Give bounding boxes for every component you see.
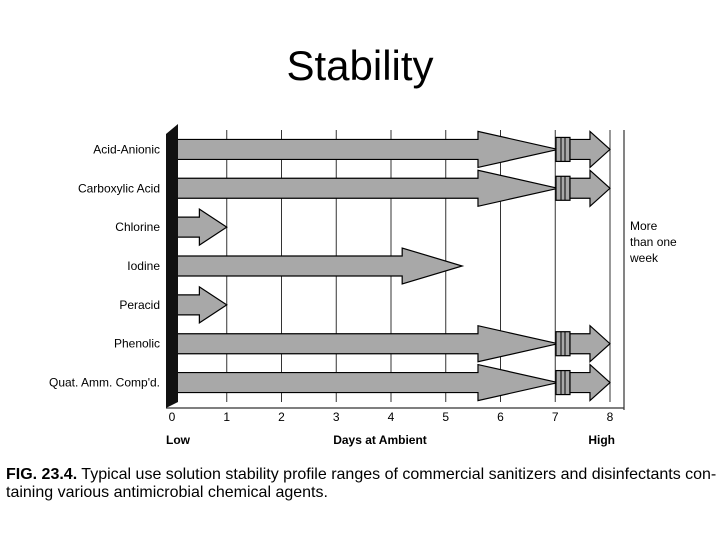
side-note-line-1: More: [630, 219, 658, 233]
caption-label: FIG. 23.4.: [6, 466, 78, 483]
bar-arrow: [175, 324, 559, 363]
bar-break-block: [555, 369, 571, 396]
category-label: Carboxylic Acid: [78, 181, 160, 195]
caption-line-1: Typical use solution stability profile r…: [81, 466, 717, 483]
x-low-label: Low: [166, 433, 191, 447]
category-label: Iodine: [127, 259, 160, 273]
x-axis-label: Days at Ambient: [333, 433, 427, 447]
x-tick-label: 2: [278, 410, 285, 424]
side-note-line-2: than one: [630, 235, 677, 249]
bar-extension-arrow: [569, 324, 611, 364]
bar-extension-arrow: [569, 168, 611, 208]
category-label: Peracid: [119, 298, 160, 312]
bar-break-block: [555, 136, 571, 163]
bar-arrow: [175, 247, 465, 285]
bar-extension-arrow: [569, 130, 611, 169]
x-tick-label: 0: [169, 410, 176, 424]
chart-axis: 0 1 2 3 4 5 6 7 8: [166, 124, 614, 424]
bar-break-block: [555, 331, 571, 357]
bar-arrow: [175, 285, 228, 324]
x-high-label: High: [588, 433, 615, 447]
bar-arrow: [175, 130, 559, 169]
caption-line-2: taining various antimicrobial chemical a…: [6, 484, 328, 501]
side-note-line-3: week: [629, 251, 659, 265]
category-label: Phenolic: [114, 337, 160, 351]
slide-title: Stability: [286, 42, 434, 89]
x-tick-label: 6: [497, 410, 504, 424]
chart-bars: [175, 130, 611, 402]
x-tick-label: 4: [388, 410, 395, 424]
bar-arrow: [175, 363, 559, 402]
x-tick-label: 8: [607, 410, 614, 424]
x-tick-label: 1: [223, 410, 230, 424]
bar-extension-arrow: [569, 363, 611, 402]
bar-break-block: [555, 175, 571, 201]
figure-caption: FIG. 23.4. Typical use solution stabilit…: [6, 466, 718, 502]
category-label: Acid-Anionic: [93, 142, 160, 156]
y-axis-bar: [166, 124, 178, 408]
category-label: Quat. Amm. Comp'd.: [49, 376, 160, 390]
bar-arrow: [175, 169, 559, 208]
x-tick-label: 5: [442, 410, 449, 424]
category-label: Chlorine: [115, 220, 160, 234]
x-tick-label: 3: [333, 410, 340, 424]
bar-arrow: [175, 208, 228, 247]
x-tick-label: 7: [552, 410, 559, 424]
